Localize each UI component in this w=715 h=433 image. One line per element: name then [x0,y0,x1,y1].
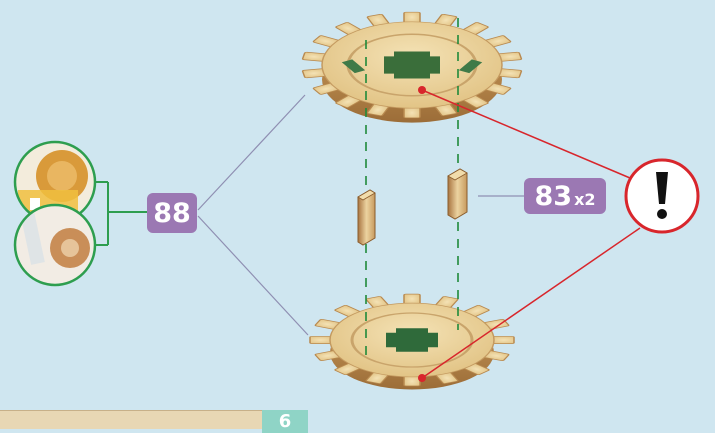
warning-point-bottom [418,374,426,382]
next-step-strip [0,410,262,429]
peg-right [448,169,467,219]
leader-line-bottom-gear [198,216,308,335]
thumbnail-bracket [95,182,147,245]
warning-point-top [418,86,426,94]
part-number-88: 88 [153,198,191,229]
bottom-gear [310,294,514,389]
top-gear [302,12,521,122]
part-label-88: 88 [147,193,197,233]
step-badge: 6 [262,410,308,433]
part-number-83: 83 [534,181,572,212]
part-multiplier: x2 [574,190,595,209]
exclamation-mark-icon [626,160,698,232]
leader-line-top-gear [198,95,305,210]
peg-left [358,190,375,245]
thumbnail-bottom [15,205,95,285]
step-number: 6 [279,411,292,432]
